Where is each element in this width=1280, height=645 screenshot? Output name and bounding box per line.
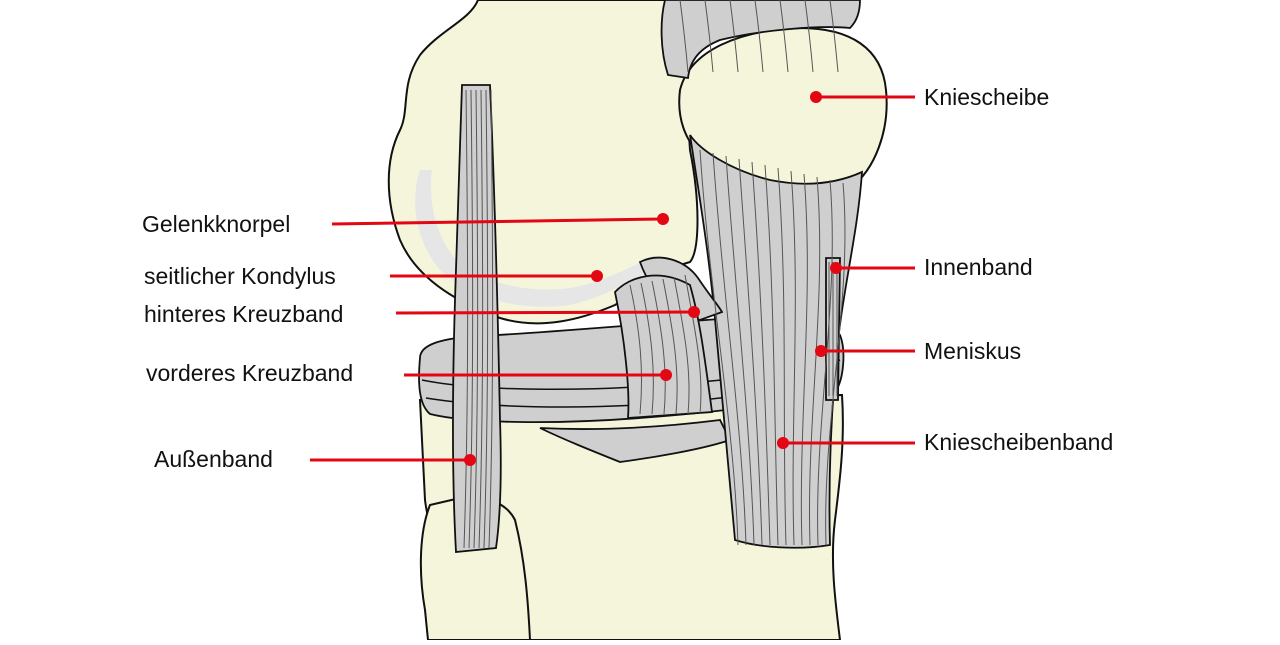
leader-meniskus-dot <box>815 345 827 357</box>
leader-kniescheibe-dot <box>810 91 822 103</box>
leader-kniescheibenband-dot <box>777 437 789 449</box>
lateral-ligament-fiber <box>473 89 479 549</box>
leader-hinteres-kreuzband-dot <box>688 306 700 318</box>
quadriceps-tendon-fiber <box>804 0 814 73</box>
label-leaders <box>310 91 915 466</box>
label-seitlicher-kondylus: seitlicher Kondylus <box>144 263 336 289</box>
label-hinteres-kreuzband: hinteres Kreuzband <box>144 301 343 327</box>
quadriceps-tendon-fiber <box>779 0 789 73</box>
patellar-ligament-fiber <box>790 170 796 546</box>
patellar-ligament-fiber <box>777 167 787 546</box>
leader-aussenband-dot <box>464 454 476 466</box>
label-aussenband: Außenband <box>154 446 273 472</box>
quadriceps-tendon-fiber <box>829 0 839 73</box>
label-kniescheibenband: Kniescheibenband <box>924 429 1113 455</box>
patellar-ligament-fiber <box>712 152 747 546</box>
lateral-ligament-fiber <box>463 89 469 549</box>
cruciate-ligament-fiber <box>684 274 702 415</box>
leader-innenband-dot <box>830 262 842 274</box>
label-vorderes-kreuzband: vorderes Kreuzband <box>146 360 353 386</box>
label-innenband: Innenband <box>924 254 1033 280</box>
cruciate-ligament-fiber <box>662 278 678 415</box>
patellar-ligament-fiber <box>738 158 763 546</box>
tibia-cartilage <box>539 419 732 463</box>
lateral-collateral-ligament <box>451 84 502 553</box>
ligament-fibers <box>463 0 846 549</box>
lateral-ligament-fiber <box>478 89 484 549</box>
leader-vorderes-kreuzband-dot <box>660 369 672 381</box>
patellar-ligament-fiber <box>764 164 779 546</box>
patellar-ligament <box>689 134 864 549</box>
label-meniskus: Meniskus <box>924 338 1021 364</box>
cruciate-ligament-fiber <box>651 280 666 415</box>
lateral-ligament-fiber <box>483 89 489 549</box>
cruciate-ligament-fiber <box>640 282 654 415</box>
label-gelenkknorpel: Gelenkknorpel <box>142 211 290 237</box>
patellar-ligament-fiber <box>800 173 808 546</box>
quadriceps-tendon-fiber <box>704 0 714 73</box>
leader-seitlicher-kondylus-dot <box>591 270 603 282</box>
leader-hinteres-kreuzband-line <box>395 310 695 315</box>
cruciate-ligament-fiber <box>629 284 643 415</box>
lateral-ligament-fiber <box>488 89 494 549</box>
quadriceps-tendon-fiber <box>754 0 764 73</box>
label-kniescheibe: Kniescheibe <box>924 84 1049 110</box>
lateral-ligament-fiber <box>468 89 474 549</box>
patellar-ligament-fiber <box>725 155 755 546</box>
quadriceps-tendon-fiber <box>679 0 689 73</box>
quadriceps-tendon-fiber <box>729 0 739 73</box>
patellar-ligament-fiber <box>699 149 739 546</box>
patellar-ligament-fiber <box>817 179 833 546</box>
patellar-ligament-fiber <box>751 161 771 546</box>
cruciate-ligament-fiber <box>673 276 690 415</box>
quadriceps-tendon <box>660 0 861 80</box>
leader-gelenkknorpel-line <box>331 217 664 226</box>
leader-gelenkknorpel-dot <box>657 213 669 225</box>
patellar-ligament-fiber <box>808 176 821 546</box>
